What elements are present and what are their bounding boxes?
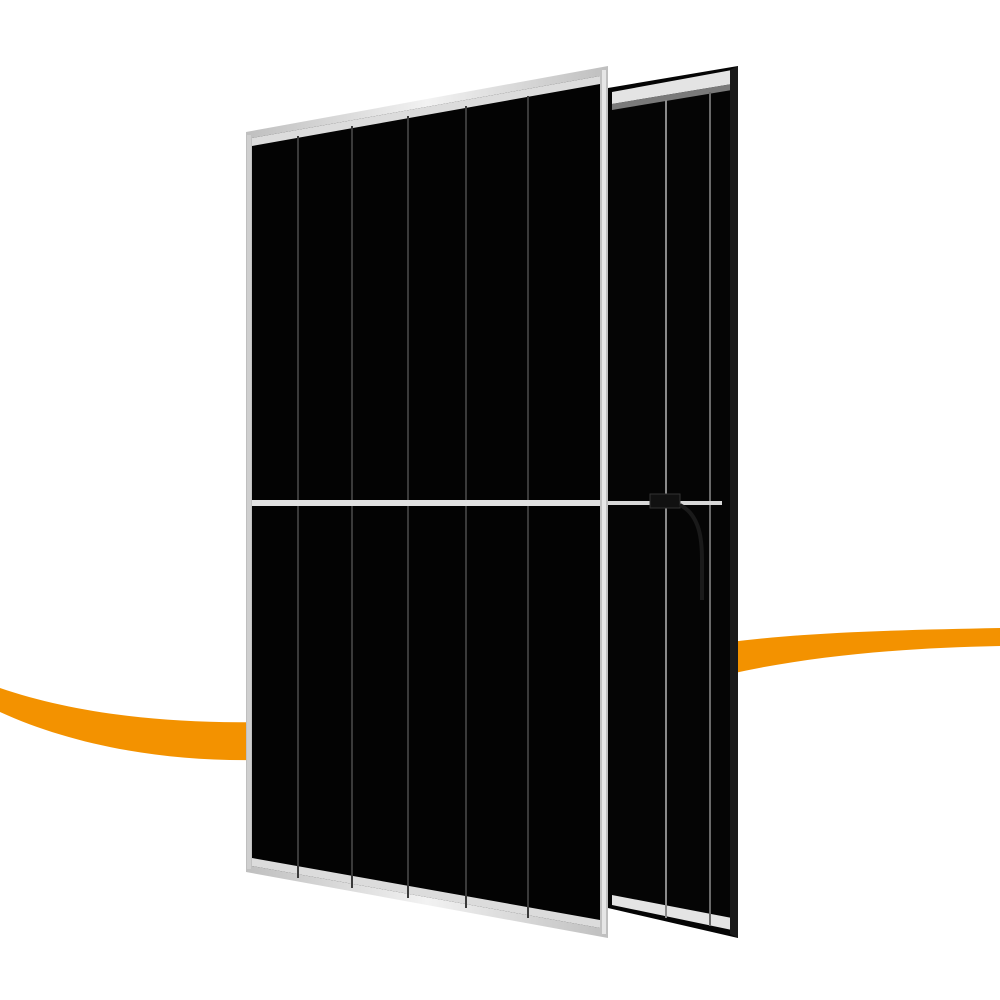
orange-swoosh-right [730, 628, 1000, 674]
front-solar-panel [246, 66, 608, 938]
back-solar-panel [608, 66, 738, 938]
orange-swoosh-left [0, 688, 260, 761]
